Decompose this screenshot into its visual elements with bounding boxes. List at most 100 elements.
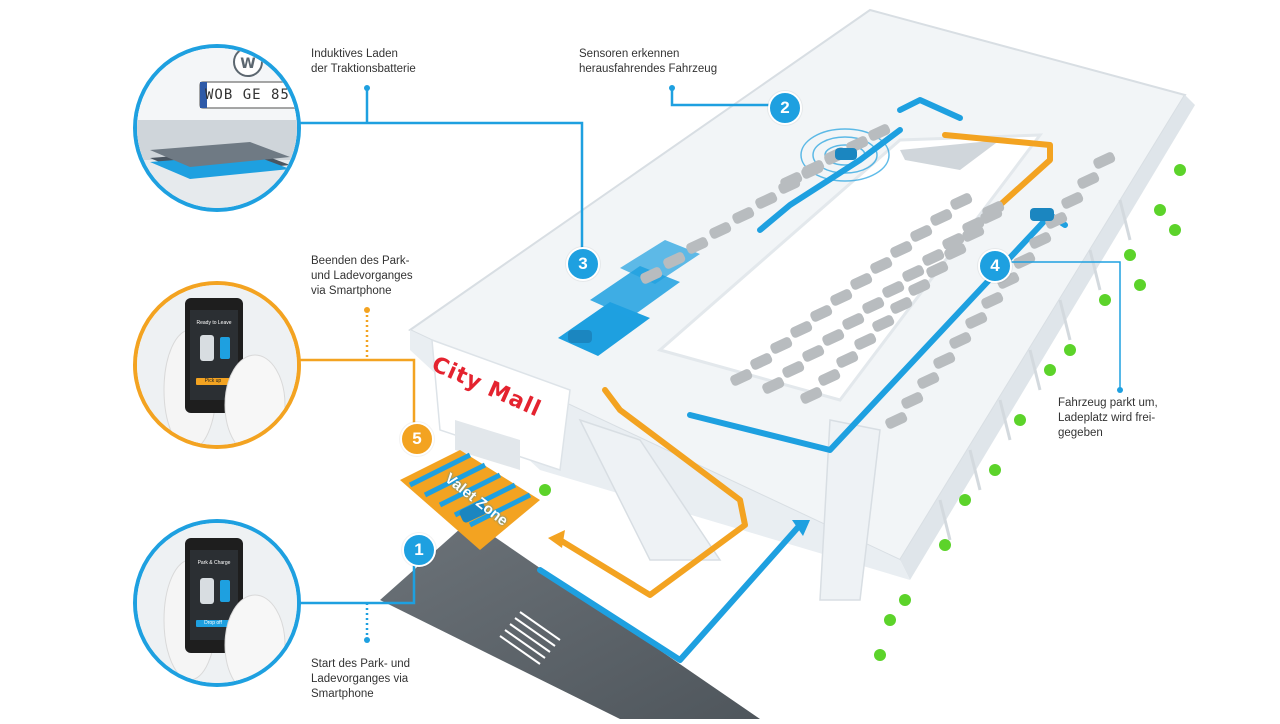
charging-car	[568, 330, 592, 343]
parked-car	[780, 172, 803, 189]
callout-dot	[364, 85, 370, 91]
parked-car	[930, 209, 953, 226]
parked-car	[686, 237, 709, 254]
callout-lines	[295, 88, 1121, 640]
parked-cars	[640, 124, 1116, 429]
step-5-caption: Beenden des Park- und Ladevorganges via …	[311, 255, 413, 297]
parked-car	[854, 333, 877, 350]
parked-car	[901, 392, 924, 409]
step-3-caption: Induktives Laden der Traktionsbatterie	[311, 48, 416, 75]
parked-car	[965, 312, 988, 329]
svg-text:W: W	[240, 56, 255, 72]
smartphone-dropoff-detail	[133, 519, 301, 687]
tree	[959, 494, 971, 506]
step-4-caption: Fahrzeug parkt um, Ladeplatz wird frei- …	[1058, 397, 1158, 439]
tree	[989, 464, 1001, 476]
smartphone-pickup-detail	[133, 281, 301, 449]
step-3-badge: 3	[566, 247, 600, 281]
tree	[1154, 204, 1166, 216]
tree	[884, 614, 896, 626]
inductive-charging-detail: W	[133, 44, 301, 212]
phone-top-title: Ready to Leave	[196, 320, 232, 326]
parked-car	[981, 292, 1004, 309]
parked-car	[944, 243, 967, 260]
parked-car	[933, 352, 956, 369]
phone-bottom-button: Drop off	[204, 620, 222, 626]
callout-dot	[1117, 387, 1123, 393]
parked-car	[850, 273, 873, 290]
license-plate: WOB GE 85	[205, 87, 290, 103]
parked-car	[790, 321, 813, 338]
parked-car	[663, 252, 686, 269]
parked-car	[862, 297, 885, 314]
parked-car	[750, 353, 773, 370]
parked-car	[910, 225, 933, 242]
parked-car	[890, 297, 913, 314]
parked-car	[770, 337, 793, 354]
parked-car	[1077, 172, 1100, 189]
parked-car	[802, 160, 825, 177]
parked-car	[885, 412, 908, 429]
parked-car	[1013, 252, 1036, 269]
tree	[939, 539, 951, 551]
tree	[1064, 344, 1076, 356]
parked-car	[830, 289, 853, 306]
parked-car	[962, 217, 985, 234]
phone-bottom-title: Park & Charge	[197, 560, 231, 566]
parked-car	[1029, 232, 1052, 249]
parked-car	[962, 225, 985, 242]
blue-arrow-head	[792, 520, 810, 536]
tree	[1124, 249, 1136, 261]
parked-car	[868, 124, 891, 141]
parked-car	[942, 233, 965, 250]
tree	[1174, 164, 1186, 176]
valet-zone	[400, 450, 540, 550]
parked-car	[950, 193, 973, 210]
trees	[539, 164, 1186, 661]
parked-car	[755, 192, 778, 209]
parked-car	[1093, 152, 1116, 169]
parked-car	[732, 207, 755, 224]
parked-car	[1045, 212, 1068, 229]
parking-building	[408, 8, 1195, 601]
parked-car	[762, 377, 785, 394]
parked-car	[908, 279, 931, 296]
parked-car	[917, 372, 940, 389]
parked-car	[822, 329, 845, 346]
road	[380, 520, 760, 719]
parked-car	[870, 257, 893, 274]
step-1-badge: 1	[402, 533, 436, 567]
step-2-badge: 2	[768, 91, 802, 125]
departing-car	[835, 148, 857, 160]
step-5-badge: 5	[400, 422, 434, 456]
step-1-caption: Start des Park- und Ladevorganges via Sm…	[311, 658, 411, 700]
tree	[1014, 414, 1026, 426]
tree	[539, 484, 551, 496]
parked-car	[640, 267, 663, 284]
parked-car	[802, 345, 825, 362]
parked-car	[926, 261, 949, 278]
step-4-badge: 4	[978, 249, 1012, 283]
tree	[874, 649, 886, 661]
parked-car	[922, 249, 945, 266]
parked-car	[810, 305, 833, 322]
parked-car	[709, 222, 732, 239]
parked-car	[1061, 192, 1084, 209]
callout-dot	[364, 307, 370, 313]
parked-car	[980, 207, 1003, 224]
parked-car	[800, 387, 823, 404]
phone-top-button: Pick up	[204, 378, 222, 384]
tree	[1044, 364, 1056, 376]
parked-car	[902, 265, 925, 282]
parked-car	[872, 315, 895, 332]
tree	[1169, 224, 1181, 236]
parked-car	[730, 369, 753, 386]
tree	[1099, 294, 1111, 306]
orange-arrow-head	[548, 530, 565, 548]
parked-car	[890, 241, 913, 258]
parked-car	[782, 361, 805, 378]
tree	[1134, 279, 1146, 291]
tree	[899, 594, 911, 606]
orange-route	[557, 132, 1053, 598]
